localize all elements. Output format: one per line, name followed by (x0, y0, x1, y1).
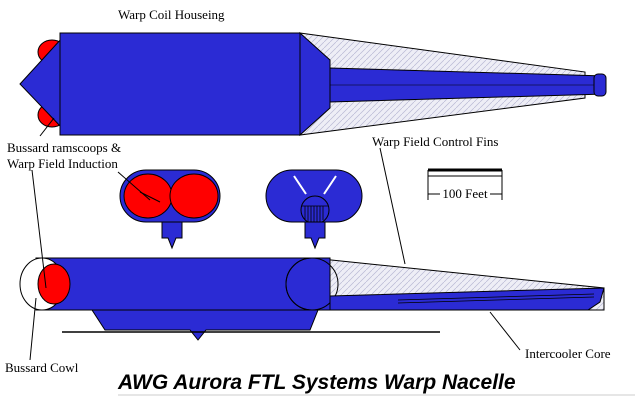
label-bussard-cowl: Bussard Cowl (5, 360, 79, 375)
label-warp-field-fins: Warp Field Control Fins (372, 134, 498, 149)
scale-bar: 100 Feet (427, 168, 503, 201)
front-view (119, 169, 221, 250)
intercooler-core (329, 287, 605, 311)
nacelle-body (35, 257, 317, 311)
shaft-end-cap (593, 73, 607, 97)
label-bussard-line1: Bussard ramscoops & (7, 140, 121, 155)
label-intercooler-core: Intercooler Core (525, 346, 611, 361)
leader-lines (29, 117, 521, 361)
front-bussard-right (169, 173, 219, 219)
keel (91, 309, 319, 341)
bottom-view (19, 257, 605, 341)
scale-bar-label: 100 Feet (442, 186, 488, 201)
warp-coil-housing (59, 32, 301, 136)
page-title: AWG Aurora FTL Systems Warp Nacelle (117, 371, 516, 394)
top-view (19, 31, 607, 137)
taper-section (299, 31, 331, 137)
bussard-bottom (37, 263, 71, 305)
rear-view (265, 169, 363, 250)
label-bussard-line2: Warp Field Induction (7, 156, 118, 171)
label-warp-coil-housing: Warp Coil Houseing (118, 7, 225, 22)
